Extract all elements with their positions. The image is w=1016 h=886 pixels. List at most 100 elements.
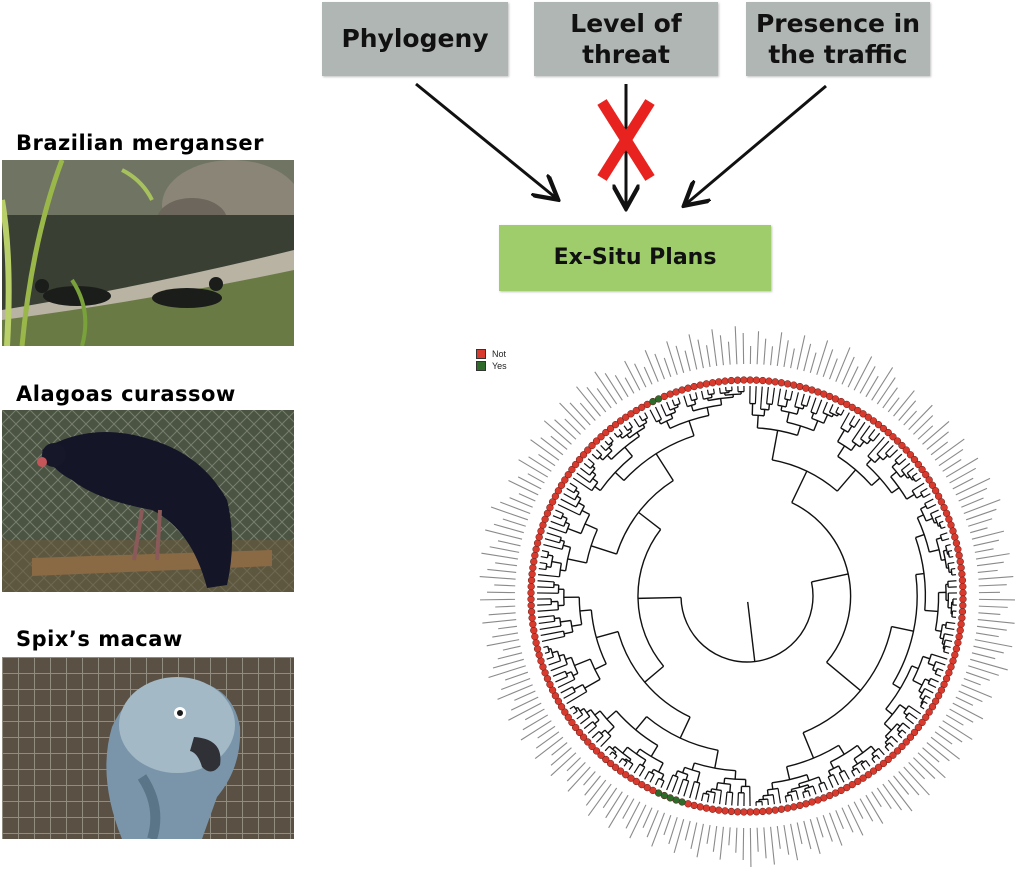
tree-arc [818,781,825,786]
tree-branch [894,453,903,461]
tree-branch [885,708,893,715]
tip-marker [864,413,872,421]
tip-label-stub [486,639,520,647]
tip-label-stub [926,431,949,450]
tree-branch [580,467,590,476]
tree-branch [683,780,690,797]
tip-label-stub [482,619,517,624]
tip-marker [531,551,539,560]
tree-branch [569,705,575,710]
tip-label-stub [770,826,775,865]
tip-marker [902,738,910,746]
tip-marker [584,738,592,746]
tree-arc [767,787,779,791]
tip-label-stub [608,794,629,829]
tip-marker [759,376,767,385]
tree-branch [544,651,550,654]
tip-label-stub [734,326,738,365]
tree-arc [564,547,572,571]
tip-marker [554,697,563,705]
tip-label-stub [898,771,920,796]
tree-branch [850,443,857,451]
tree-branch [823,782,828,791]
tree-branch [592,477,599,483]
tree-branch [547,554,554,557]
tree-branch [642,424,646,428]
tree-branch [917,514,924,519]
tree-branch [587,725,597,734]
tip-marker [597,751,605,759]
tip-ring [530,379,964,813]
tip-marker [584,446,592,454]
tip-label-stub [835,347,851,382]
tree-branch [891,462,898,468]
tip-marker [790,803,798,811]
tip-marker [859,410,867,418]
tip-label-stub [965,508,997,521]
tip-label-stub [917,425,934,440]
tip-marker [535,651,543,659]
tip-label-stub [876,377,896,405]
tip-label-stub [697,339,704,369]
phylogeny-label: Phylogeny [341,24,489,54]
tree-branch [942,643,945,645]
tip-label-stub [763,338,767,365]
tree-branch [689,393,693,401]
tip-marker [864,771,872,779]
tree-branch [851,770,856,777]
tip-marker [952,539,961,547]
tip-label-stub [583,771,596,786]
tree-branch [614,471,625,482]
tree-branch [551,650,558,654]
tree-arc [677,770,689,776]
tip-marker [611,420,620,429]
tree-branch [826,661,861,692]
tip-label-stub [975,632,999,638]
tree-arc [672,774,679,778]
tree-branch [566,487,575,494]
tip-label-stub [847,804,864,836]
tip-label-stub [719,335,724,366]
tip-marker [922,713,930,721]
tip-marker [561,708,569,716]
tree-branch [540,555,548,559]
tip-label-stub [605,791,623,819]
tip-marker [638,780,646,789]
tree-branch [565,656,572,661]
tree-arc [758,798,768,801]
tip-marker [752,808,761,816]
tip-marker [684,800,692,808]
tree-branch [786,412,790,423]
tip-marker [527,608,536,616]
tree-arc [876,453,884,461]
tree-arc [579,505,585,516]
legend-not-swatch [476,349,486,359]
tree-branch [802,792,805,799]
ex-situ-plans-box: Ex-Situ Plans [499,225,771,291]
tree-branch [537,603,552,606]
tip-label-stub [961,497,984,508]
tree-arc [760,408,769,411]
tree-branch [674,770,679,777]
tip-label-stub [968,518,993,527]
tree-branch [828,404,834,413]
tip-label-stub [965,671,990,681]
tree-branch [594,719,600,725]
tip-label-stub [534,736,564,759]
tip-label-stub [540,437,564,456]
tree-branch [644,665,665,683]
tip-label-stub [492,632,519,638]
tree-branch [706,407,710,416]
tree-branch [785,766,791,780]
tip-marker [627,774,635,782]
tree-arc [849,423,855,429]
tree-branch [882,454,889,461]
tip-marker [746,808,754,816]
tree-arc [610,435,640,460]
tip-label-stub [675,345,685,373]
tree-branch [924,498,934,505]
tree-branch [696,771,701,783]
tree-branch [563,493,576,501]
tree-branch [944,633,954,637]
tip-label-stub [622,798,635,819]
